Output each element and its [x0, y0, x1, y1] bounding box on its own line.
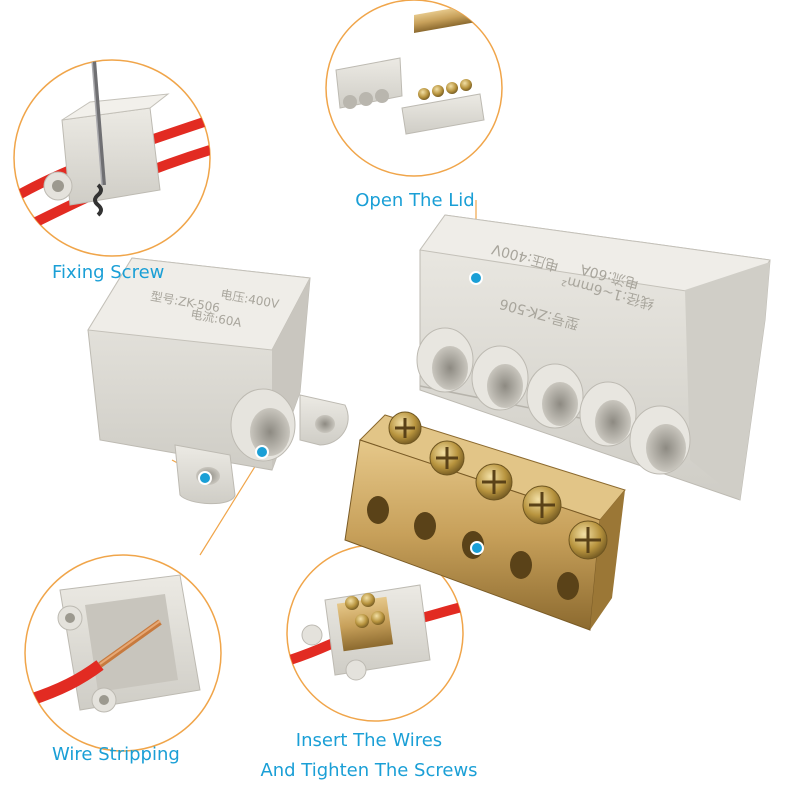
small-connector-housing: 型号:ZK-506 电压:400V 电流:60A	[87, 257, 349, 505]
strip-holes	[367, 496, 579, 600]
callout-fixing-screw	[13, 59, 211, 257]
marker-dots	[198, 271, 484, 555]
label-fixing-screw: Fixing Screw	[52, 262, 165, 283]
brass-terminal-strip	[344, 411, 626, 631]
callout-open-lid	[325, 0, 503, 177]
label-insert-wires: Insert The Wires And Tighten The Screws	[238, 726, 500, 786]
label-open-lid: Open The Lid	[355, 190, 475, 211]
callout-insert-wires	[286, 544, 464, 722]
label-insert-line2: And Tighten The Screws	[260, 760, 478, 781]
callout-wire-stripping	[24, 554, 222, 752]
housing-holes	[416, 327, 691, 475]
label-insert-line1: Insert The Wires	[295, 730, 443, 751]
large-connector-housing: 型号:ZK-506 电压:400V 电流:60A 线径:1~6mm²	[416, 214, 771, 501]
terminal-screw-icons	[388, 411, 608, 560]
label-wire-stripping: Wire Stripping	[52, 744, 180, 765]
